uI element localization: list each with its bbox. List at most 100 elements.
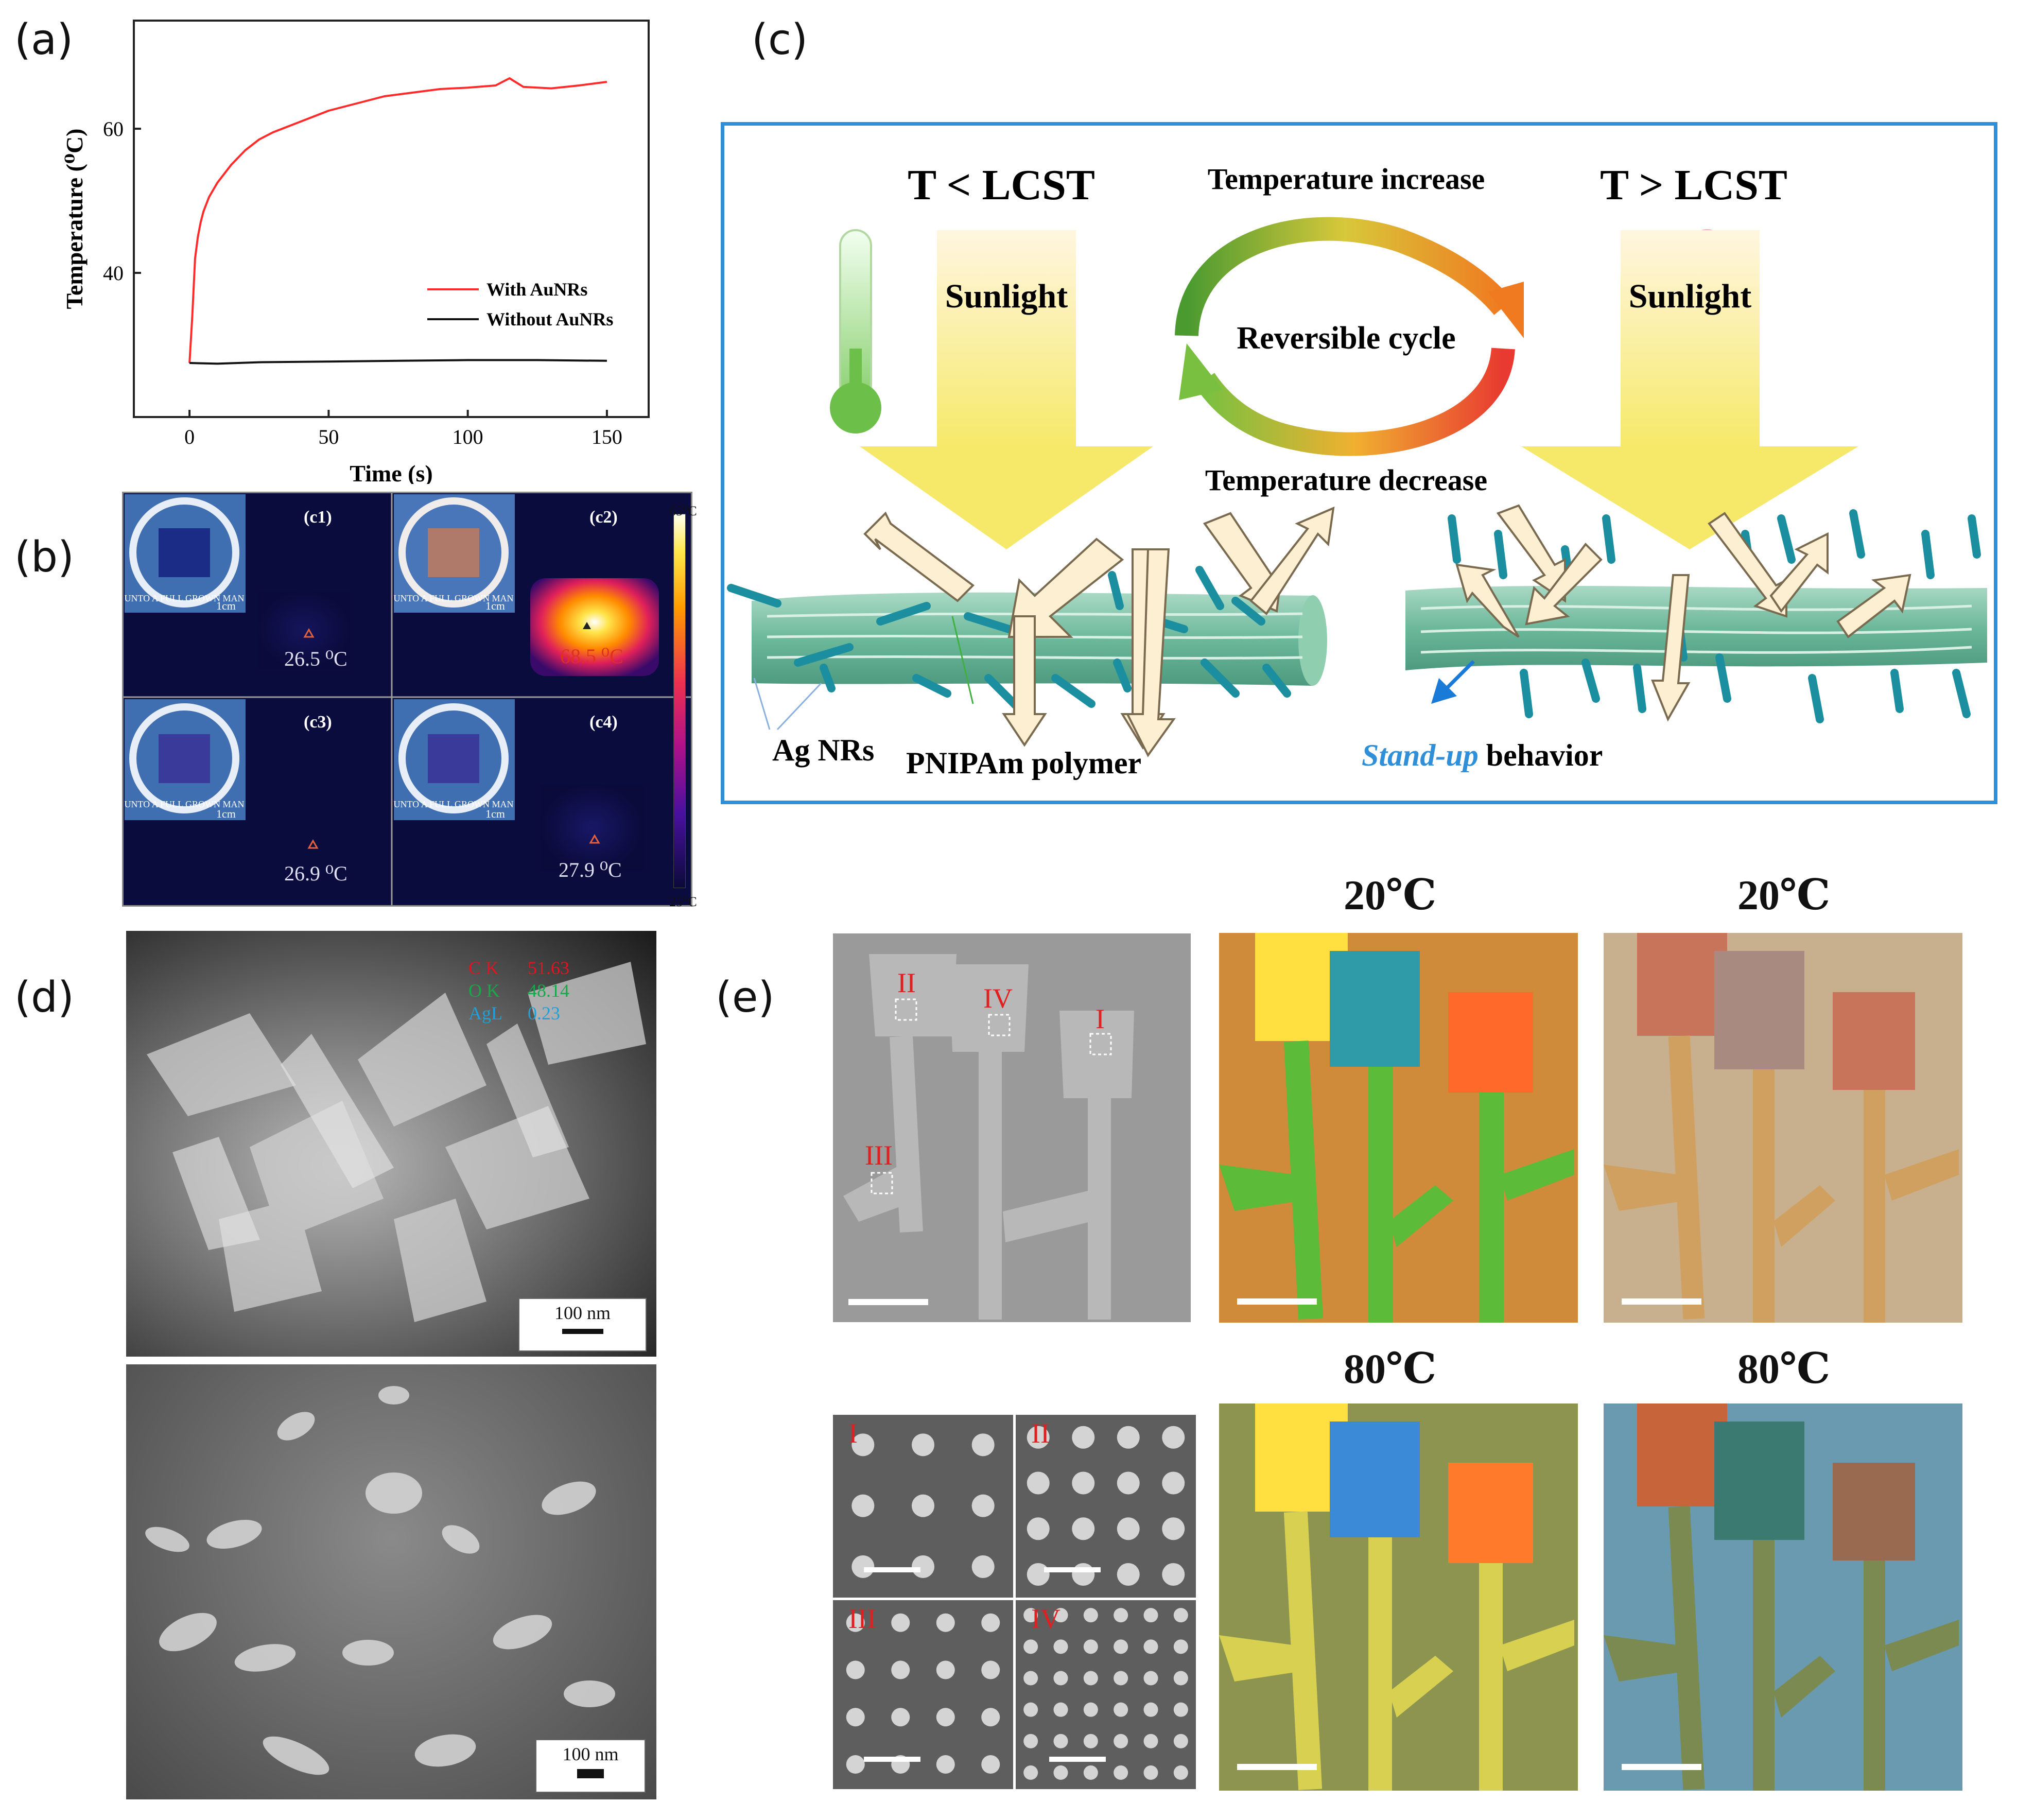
nanodot: [1173, 1671, 1188, 1686]
eds-row-ag: AgL 0.23: [468, 1002, 569, 1025]
nanodot: [1143, 1765, 1158, 1780]
eds-el-ag: AgL: [468, 1003, 502, 1024]
nanodot: [936, 1708, 955, 1727]
nanodot: [891, 1660, 910, 1679]
nanodot: [912, 1494, 934, 1517]
nanodot: [1027, 1517, 1050, 1540]
scale-label-top: 100 nm: [554, 1303, 611, 1323]
series-line-without-aunrs: [189, 359, 607, 365]
panel-a-label: (a): [14, 15, 74, 64]
scale-c4: 1cm: [485, 807, 505, 820]
nanodot: [1117, 1563, 1140, 1586]
seal-photo-c4: [394, 699, 515, 820]
nanodot: [1023, 1734, 1038, 1748]
nanodot: [1162, 1517, 1185, 1540]
nanodot: [1143, 1734, 1158, 1748]
nanodot: [1083, 1639, 1098, 1654]
y-tick-label: 40: [103, 262, 124, 285]
nanodot: [1173, 1765, 1188, 1780]
scattering-arrows: [863, 504, 1911, 757]
nanodot: [891, 1708, 910, 1727]
standup-label: Stand-up behavior: [1362, 738, 1603, 772]
scale-c1: 1cm: [216, 599, 236, 612]
nanodot: [1143, 1639, 1158, 1654]
nanodot: [1143, 1702, 1158, 1717]
nanodot: [846, 1755, 865, 1774]
seal-text-c4: UNTO A FULL GROWN MAN: [393, 799, 513, 809]
nanodot: [1162, 1563, 1185, 1586]
cell-id-c2: (c2): [589, 508, 618, 527]
legend-label-without: Without AuNRs: [486, 309, 613, 330]
flower-sem: II IV I III: [833, 933, 1191, 1322]
lcst-diagram: T < LCST T > LCST Temperature increase T…: [727, 161, 1987, 780]
ag-nrs-label: Ag NRs: [772, 733, 874, 767]
nanodot: [1072, 1426, 1095, 1449]
chart-plot-frame: [133, 20, 650, 418]
nanodot: [1023, 1671, 1038, 1686]
nanodot: [1053, 1671, 1068, 1686]
nanodot: [981, 1660, 1000, 1679]
nanodot: [912, 1433, 934, 1457]
eds-val-ag: 0.23: [528, 1003, 560, 1024]
scale-c3: 1cm: [216, 807, 236, 820]
nanodot: [1027, 1426, 1050, 1449]
nanodot: [1117, 1471, 1140, 1495]
sunlight-arrow-right: [1521, 230, 1858, 549]
x-axis-label: Time (s): [350, 460, 432, 484]
x-tick-label: 150: [592, 425, 622, 448]
eds-el-c: C K: [468, 958, 499, 978]
legend-label-with: With AuNRs: [486, 279, 587, 300]
pnipam-label: PNIPAm polymer: [906, 746, 1141, 780]
nanodot: [1053, 1639, 1068, 1654]
nanodot: [846, 1708, 865, 1727]
nanodot: [1173, 1702, 1188, 1717]
dot-label-iv: IV: [1031, 1603, 1060, 1634]
cell-id-c3: (c3): [304, 713, 332, 732]
nanodot: [1173, 1734, 1188, 1748]
seal-text-c1: UNTO A FULL GROWN MAN: [124, 593, 244, 603]
nanodot: [936, 1660, 955, 1679]
temp-c2: 68.5 ⁰C: [560, 645, 623, 668]
sem-top-flakes: [147, 962, 646, 1322]
nanodot: [1173, 1639, 1188, 1654]
region-label-i: I: [1096, 1003, 1105, 1034]
nanodot: [1027, 1471, 1050, 1495]
nanodot: [981, 1613, 1000, 1632]
panel-d-label: (d): [14, 973, 75, 1022]
region-label-ii: II: [897, 967, 916, 998]
cycle-label: Reversible cycle: [1237, 321, 1455, 356]
temp-c4: 27.9 ⁰C: [559, 858, 622, 881]
panel-c-label: (c): [752, 15, 808, 64]
nanodot: [936, 1613, 955, 1632]
temp-label-top-right: 20℃: [1737, 872, 1831, 918]
nanodot: [1114, 1671, 1128, 1686]
series-line-with-aunrs: [188, 77, 607, 363]
region-label-iv: IV: [983, 983, 1013, 1014]
nanodot: [1114, 1702, 1128, 1717]
nanodot: [1083, 1702, 1098, 1717]
thermal-grid: UNTO A FULL GROWN MAN UNTO A FULL GROWN …: [122, 492, 692, 907]
nanodot: [936, 1755, 955, 1774]
nanodot: [1083, 1734, 1098, 1748]
cell-id-c4: (c4): [589, 713, 618, 732]
nanodot: [981, 1708, 1000, 1727]
nanodot: [971, 1494, 995, 1517]
x-tick-label: 100: [453, 425, 483, 448]
nanodot: [851, 1555, 875, 1578]
temp-c3: 26.9 ⁰C: [284, 862, 347, 885]
nanodot: [1083, 1765, 1098, 1780]
right-title: T > LCST: [1600, 161, 1787, 209]
standup-italic: Stand-up: [1362, 738, 1479, 772]
nanodot: [1053, 1734, 1068, 1748]
eds-val-o: 48.14: [528, 980, 569, 1001]
nanodot: [912, 1555, 934, 1578]
y-axis-label: Temperature (⁰C): [61, 128, 88, 309]
x-tick-label: 50: [318, 425, 339, 448]
nanodot: [1053, 1765, 1068, 1780]
flower-optical-bottom-right: [1604, 1403, 1962, 1791]
nanodot: [1023, 1639, 1038, 1654]
thermometer-green-icon: [830, 229, 881, 434]
scale-box-bottom: 100 nm: [535, 1739, 646, 1793]
